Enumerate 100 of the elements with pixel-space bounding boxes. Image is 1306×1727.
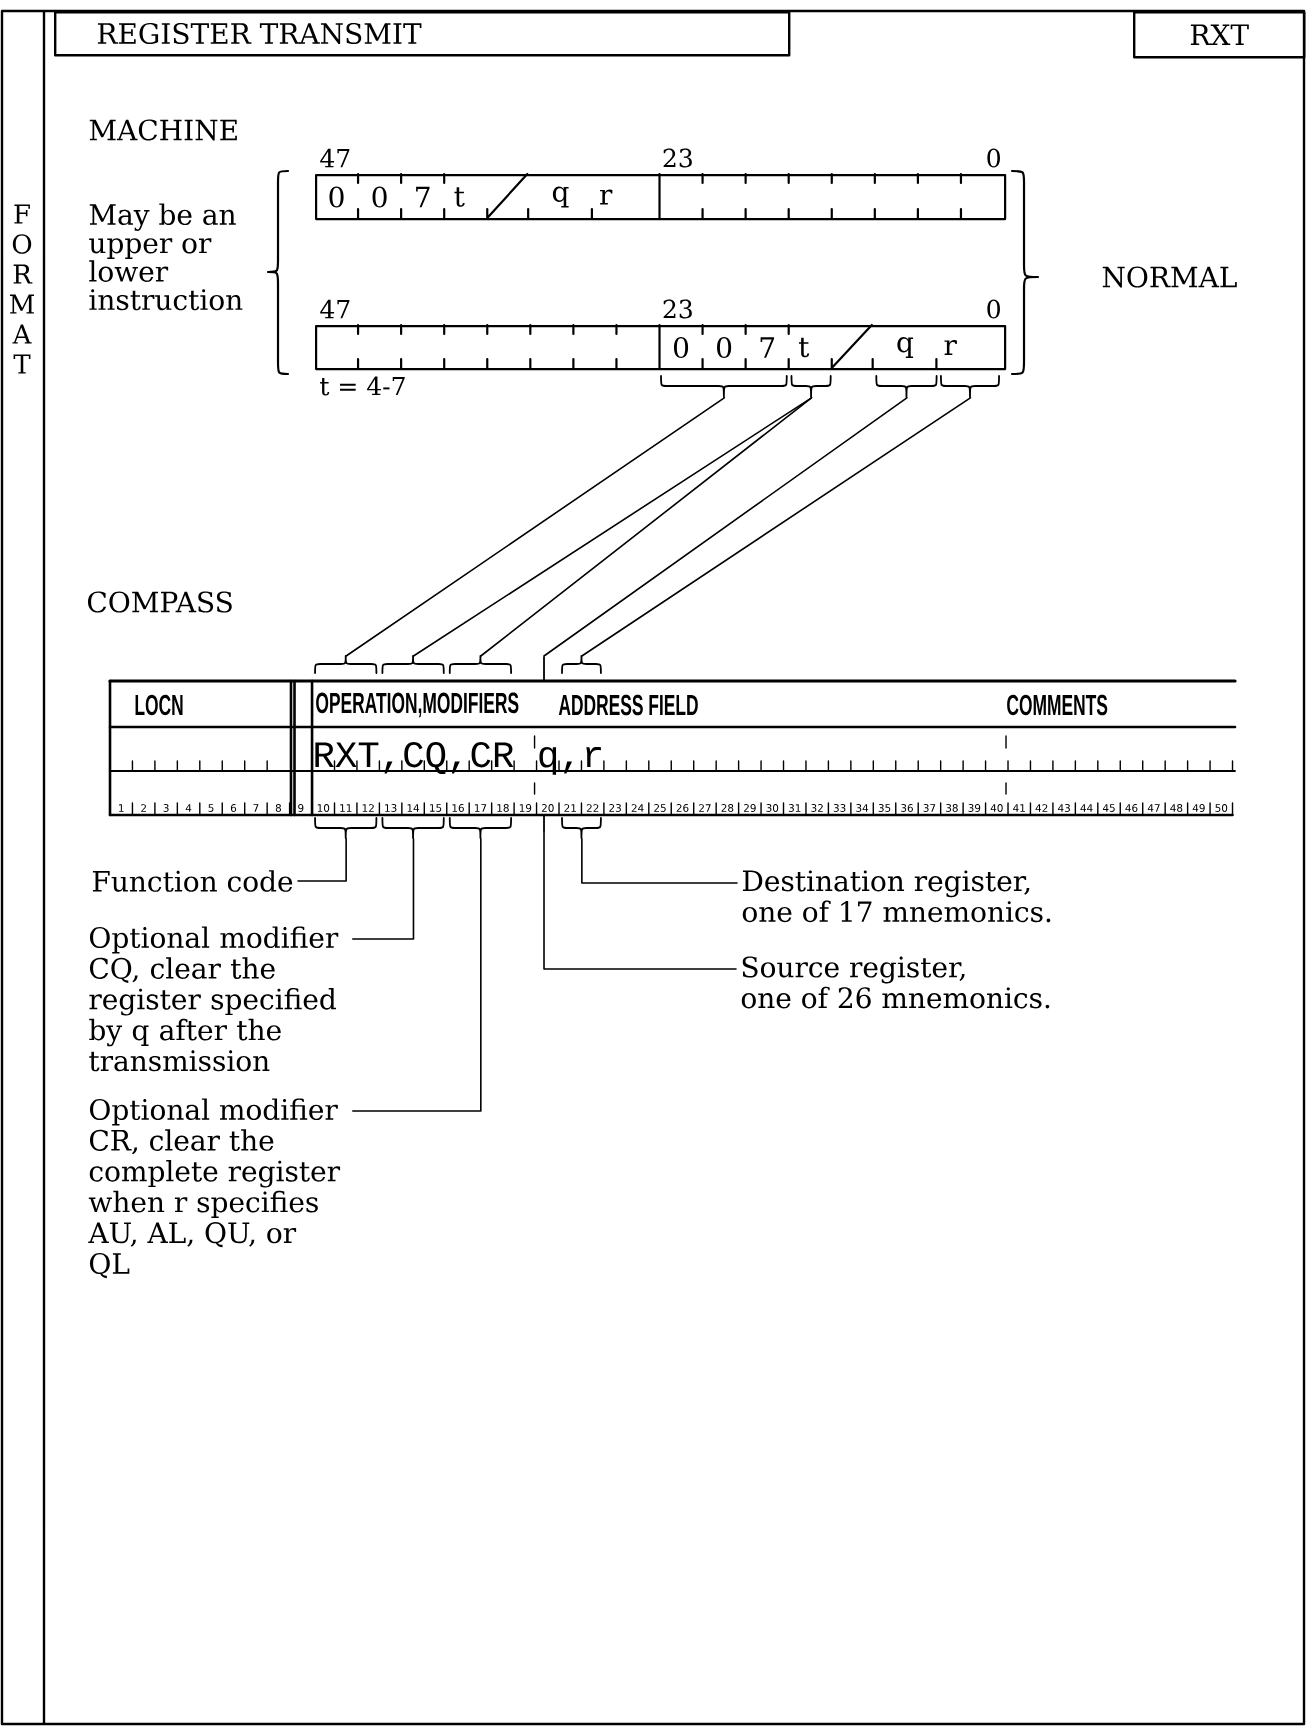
field-value: 0 <box>674 336 689 359</box>
marker-line <box>543 815 545 833</box>
brace <box>875 375 938 398</box>
column-number: 26 <box>676 804 689 812</box>
column-number: 48 <box>1170 804 1183 812</box>
mnemonic-box: RXT <box>1133 11 1306 59</box>
column-number: 18 <box>497 804 509 812</box>
vertical-label: FORMAT <box>9 204 34 374</box>
column-number: 11 <box>340 804 352 812</box>
column-number: 32 <box>811 804 823 812</box>
column-number: 15 <box>430 804 442 812</box>
brace <box>448 817 512 839</box>
column-number: 4 <box>185 804 192 812</box>
column-number: 22 <box>586 804 599 812</box>
column-number: 36 <box>901 804 913 812</box>
column-number: 44 <box>1080 804 1093 812</box>
column-number: 40 <box>990 804 1003 812</box>
field-value: 7 <box>416 186 430 208</box>
column-number: 21 <box>564 804 576 812</box>
bit-number: 23 <box>663 148 692 168</box>
section-heading: MACHINE <box>89 119 237 141</box>
leader-line <box>297 838 347 882</box>
leader-line <box>352 838 415 940</box>
column-number: 33 <box>833 804 846 812</box>
brace <box>381 817 445 839</box>
brace <box>314 655 378 674</box>
column-number: 28 <box>721 804 734 812</box>
leader-line <box>581 838 738 884</box>
leader-line <box>345 397 726 657</box>
column-number: 25 <box>654 804 666 812</box>
leader-line <box>543 832 737 970</box>
title-box: REGISTER TRANSMIT <box>54 11 791 57</box>
column-number: 6 <box>230 804 237 812</box>
column-number: 37 <box>923 804 936 812</box>
brace <box>790 375 832 398</box>
annotation-text: Optional modifier CQ, clear the register specified by q after the transmission <box>89 926 339 1072</box>
column-number: 38 <box>946 804 958 812</box>
column-number: 20 <box>541 804 554 812</box>
column-number: 50 <box>1215 804 1228 812</box>
bit-number: 47 <box>320 148 350 168</box>
instruction-word <box>315 323 1007 371</box>
column-number: 10 <box>317 804 330 812</box>
leader-line <box>480 397 813 657</box>
column-number: 17 <box>474 804 487 812</box>
field-value: r <box>600 189 613 205</box>
brace <box>940 375 1000 398</box>
column-number: 45 <box>1102 804 1115 812</box>
field-value: t <box>454 187 465 207</box>
annotation-text: Destination register, one of 17 mnemonics. <box>742 870 1051 923</box>
column-number: 24 <box>631 804 644 812</box>
leader-line <box>412 397 813 657</box>
column-heading: LOCN <box>135 694 183 716</box>
leader-line <box>543 397 908 657</box>
column-number: 34 <box>856 804 869 812</box>
column-number: 29 <box>744 804 756 812</box>
bit-number: 23 <box>663 299 692 319</box>
section-heading: COMPASS <box>87 591 232 613</box>
column-number: 9 <box>298 804 304 812</box>
bit-number: 47 <box>320 299 350 319</box>
column-number: 19 <box>519 804 532 812</box>
handwritten-entry: RXT,CQ,CR <box>315 742 514 775</box>
brace <box>314 817 378 839</box>
coding-form <box>108 679 1237 817</box>
brace <box>561 817 602 839</box>
column-number: 27 <box>699 804 711 812</box>
brace <box>561 655 602 674</box>
field-value: 0 <box>372 186 387 208</box>
column-number: 7 <box>253 804 259 812</box>
bit-number: 0 <box>987 299 1000 319</box>
column-number: 47 <box>1147 804 1160 812</box>
note-text: t = 4-7 <box>320 376 405 396</box>
column-number: 5 <box>208 804 214 812</box>
column-number: 8 <box>275 804 281 812</box>
column-number: 46 <box>1125 804 1138 812</box>
brace <box>660 375 788 398</box>
note-text: May be an upper or lower instruction <box>89 203 243 311</box>
brace <box>381 655 445 674</box>
column-number: 35 <box>878 804 891 812</box>
leader-line <box>352 838 482 1112</box>
column-heading: ADDRESS FIELD <box>558 694 698 716</box>
note-text: NORMAL <box>1102 266 1237 288</box>
marker-line <box>543 656 545 682</box>
column-number: 42 <box>1035 804 1048 812</box>
annotation-text: Optional modifier CR, clear the complete register when r specifies AU, AL, QU, or QL <box>88 1098 341 1279</box>
column-number: 23 <box>609 804 621 812</box>
column-number: 1 <box>119 804 124 812</box>
column-number: 39 <box>968 804 981 812</box>
column-number: 41 <box>1013 804 1025 812</box>
brace <box>448 655 512 674</box>
field-value: 0 <box>717 336 732 359</box>
annotation-text: Source register, one of 26 mnemonics. <box>741 956 1050 1009</box>
column-number: 49 <box>1192 804 1205 812</box>
bit-number: 0 <box>987 148 1000 168</box>
annotation-text: Function code <box>92 870 293 892</box>
field-value: 0 <box>329 186 344 208</box>
column-number: 14 <box>407 804 420 812</box>
column-heading: OPERATION,MODIFIERS <box>316 692 519 718</box>
leader-line <box>581 397 972 657</box>
field-value: t <box>798 337 810 358</box>
column-number: 30 <box>766 804 779 812</box>
